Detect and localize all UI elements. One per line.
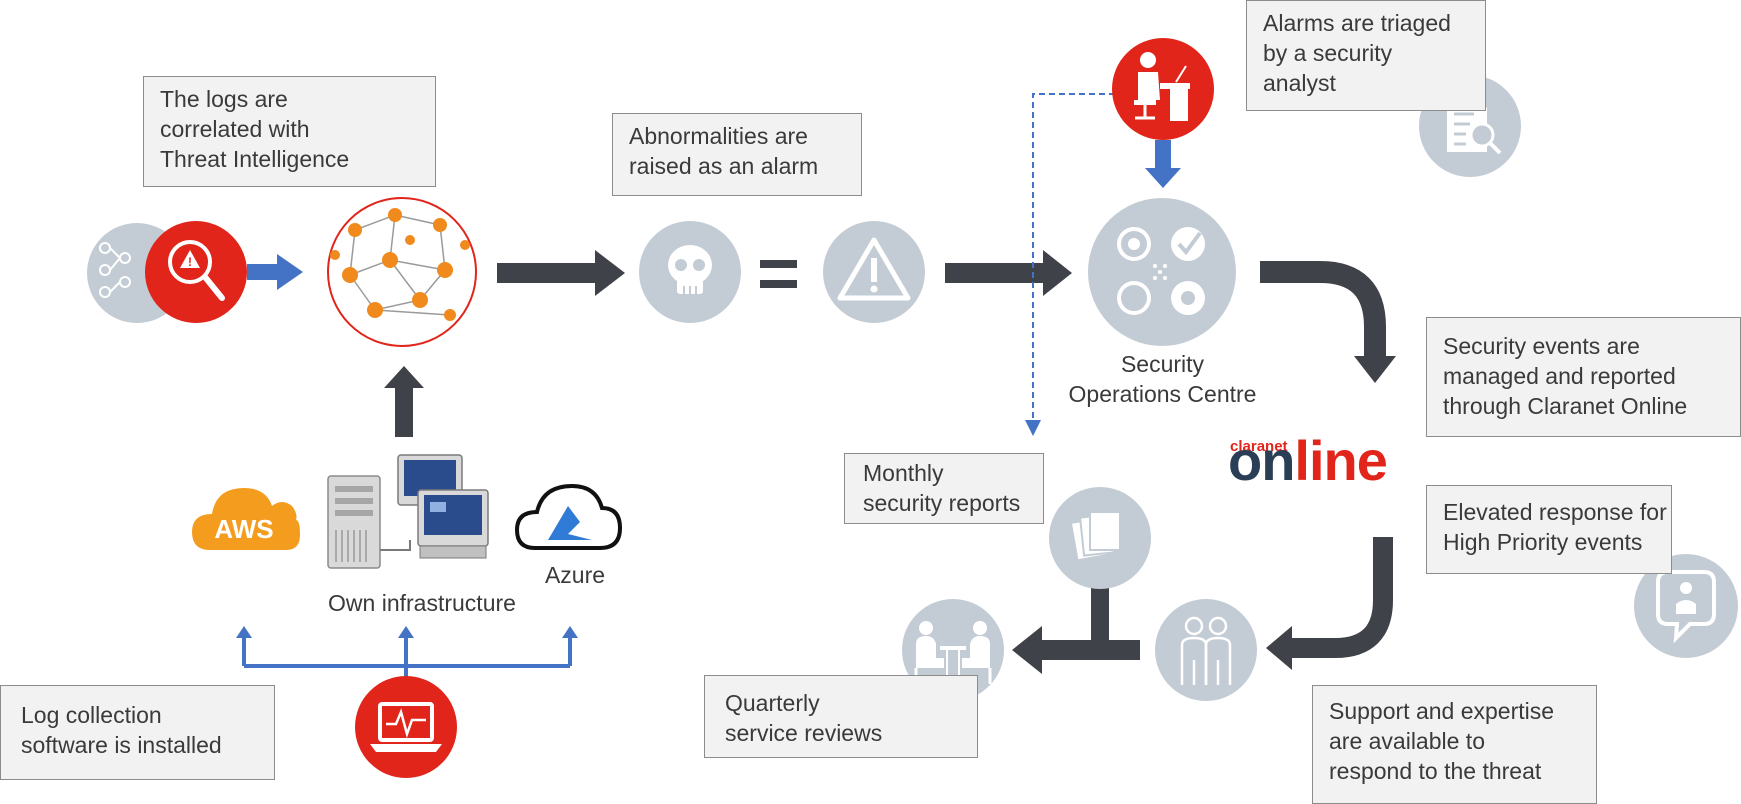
box-quarterly-reviews: Quarterly service reviews [704,675,978,758]
dashed-line-to-reports [1025,93,1115,436]
logo-on: on [1228,429,1295,492]
box-alarms-triaged: Alarms are triaged by a security analyst [1246,0,1486,111]
blue-arrow-analyst-to-soc [1145,140,1181,188]
box-log-collection: Log collection software is installed [0,685,275,780]
skull-icon [639,221,741,323]
soc-icon [1088,198,1236,346]
analyst-icon [1112,38,1214,140]
aws-label: AWS [214,514,273,544]
soc-label: Security Operations Centre [1068,351,1257,407]
arrow-infra-to-network [384,366,424,437]
warning-icon [823,221,925,323]
documents-icon [1049,487,1151,589]
blue-arrowheads [236,626,578,638]
team-icon [1155,599,1257,701]
laptop-monitor-icon [355,676,457,778]
box-support-expertise: Support and expertise are available to r… [1312,685,1597,804]
box-elevated-response: Elevated response for High Priority even… [1426,485,1672,574]
logo-line: line [1294,429,1387,492]
arrow-claranet-to-team [1266,537,1393,670]
azure-label: Azure [544,562,606,588]
box-abnormalities: Abnormalities are raised as an alarm [612,113,862,196]
threat-intel-icon: ! [87,221,247,323]
blue-bracket-connectors [242,637,572,680]
azure-cloud-icon [514,483,623,550]
servers-icon [327,454,489,569]
aws-cloud-icon: AWS [192,488,300,550]
logo-online-text: online [1228,428,1388,493]
arrow-soc-to-claranet [1260,261,1396,383]
correlation-network-icon [327,197,477,347]
blue-arrow-to-network [247,254,303,290]
arrow-alarm-to-soc [945,250,1072,296]
chat-person-icon [1634,554,1738,658]
arrow-team-to-meeting [1012,626,1140,674]
own-infrastructure-label: Own infrastructure [328,590,516,616]
equals-sign [760,260,797,288]
arrow-network-to-alarm [497,250,625,296]
logo-claranet-text: claranet [1230,438,1288,455]
svg-text:!: ! [188,255,192,269]
box-monthly-reports: Monthly security reports [844,453,1044,524]
box-logs-correlated: The logs are correlated with Threat Inte… [143,76,436,187]
box-security-events: Security events are managed and reported… [1426,317,1741,437]
